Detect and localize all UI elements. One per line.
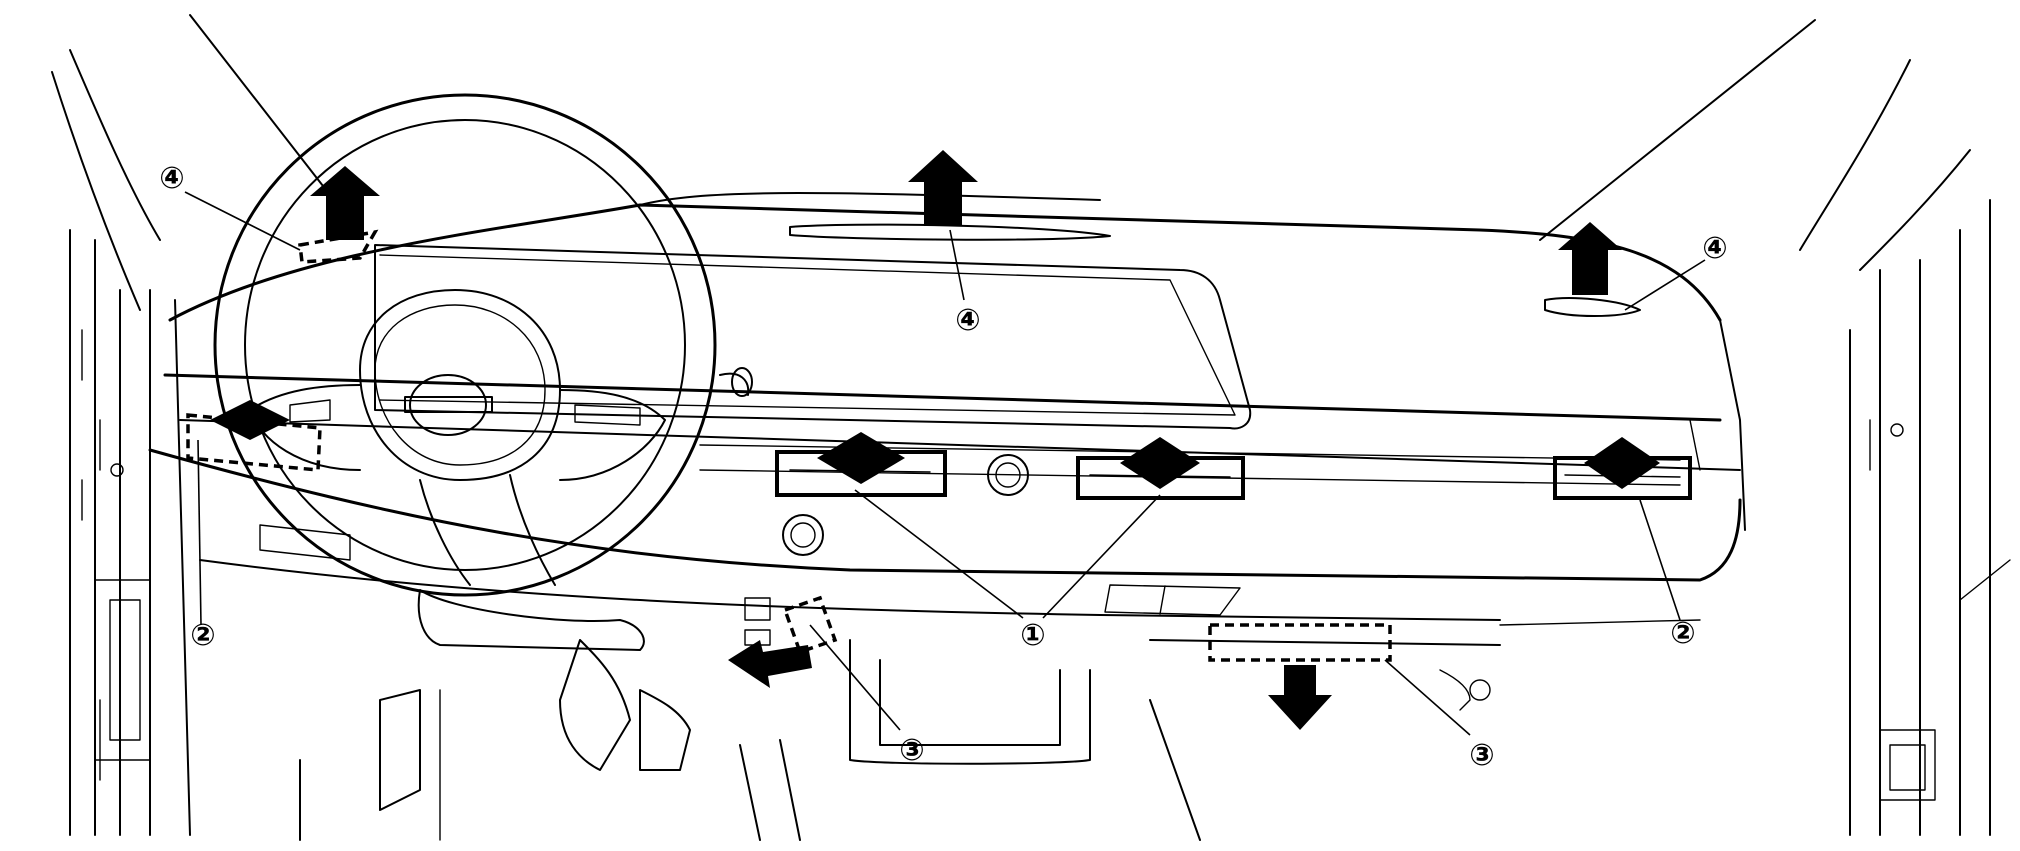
arrow-updown-center-left-icon — [817, 432, 905, 484]
clip-locations — [186, 229, 1641, 662]
arrow-down-icon — [1268, 665, 1332, 730]
callout-4-top-right: ④ — [1702, 231, 1727, 266]
pull-direction-arrows — [210, 150, 1660, 730]
callout-4-top-center: ④ — [955, 303, 980, 338]
callout-1: ① — [1020, 618, 1045, 653]
arrow-up-center-icon — [908, 150, 978, 226]
callout-3-right: ③ — [1469, 738, 1494, 773]
callout-3-left: ③ — [899, 733, 924, 768]
callout-labels: ④ ④ ④ ① ② ② ③ ③ — [159, 161, 1727, 773]
callout-2-left: ② — [190, 618, 215, 653]
vehicle-body-outline — [51, 14, 2011, 836]
steering-wheel — [213, 93, 753, 651]
arrow-updown-center-icon — [1120, 437, 1200, 489]
arrow-up-right-icon — [1558, 222, 1622, 295]
clip-outline-right-top — [1544, 297, 1641, 317]
instrument-panel — [148, 192, 1746, 841]
clip-boxes — [775, 450, 1692, 500]
clip-outline-lower-right — [1208, 623, 1392, 662]
leader-lines — [184, 191, 1706, 736]
arrow-updown-right-icon — [1584, 437, 1660, 489]
clip-outline-left-side — [186, 413, 322, 472]
arrow-up-left-icon — [310, 166, 380, 240]
clip-outline-lower-left — [782, 595, 838, 655]
callout-2-right: ② — [1670, 616, 1695, 651]
callout-4-top-left: ④ — [159, 161, 184, 196]
arrow-diagonal-lower-icon — [728, 640, 812, 688]
arrow-updown-left-icon — [210, 400, 290, 440]
